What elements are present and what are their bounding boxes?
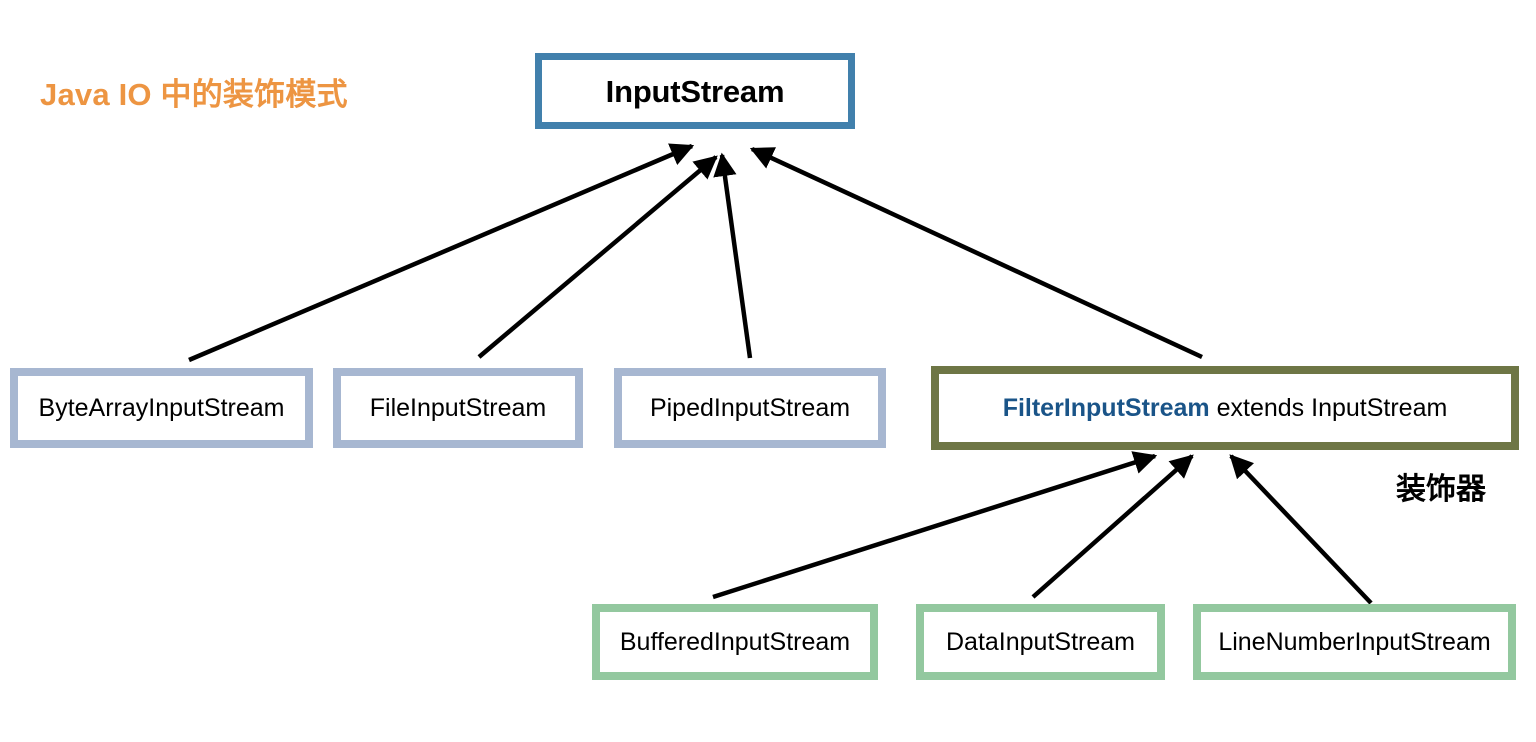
diagram-title: Java IO 中的装饰模式 xyxy=(40,77,348,112)
node-inputstream-label: InputStream xyxy=(605,73,785,109)
edge-pipedinputstream-to-inputstream xyxy=(713,152,753,359)
edge-datainputstream-to-filterinputstream xyxy=(1031,454,1194,599)
node-bytearrayinputstream-label: ByteArrayInputStream xyxy=(38,393,285,422)
node-pipedinputstream-label: PipedInputStream xyxy=(649,393,851,422)
node-bufferedinputstream[interactable]: BufferedInputStream xyxy=(592,604,878,680)
node-datainputstream-label: DataInputStream xyxy=(946,627,1135,656)
node-linenumberinputstream[interactable]: LineNumberInputStream xyxy=(1193,604,1516,680)
edge-linenumberinputstream-to-filterinputstream xyxy=(1229,454,1373,605)
node-filterinputstream[interactable]: FilterInputStream extends InputStream xyxy=(931,366,1519,450)
node-filterinputstream-label: FilterInputStream extends InputStream xyxy=(1002,393,1448,422)
node-inputstream[interactable]: InputStream xyxy=(535,53,855,129)
node-filterinputstream-extends-text: extends InputStream xyxy=(1209,393,1448,422)
edge-fileinputstream-to-inputstream xyxy=(477,155,718,359)
edge-bufferedinputstream-to-filterinputstream xyxy=(712,451,1158,600)
node-bufferedinputstream-label: BufferedInputStream xyxy=(619,627,851,656)
node-linenumberinputstream-label: LineNumberInputStream xyxy=(1218,627,1491,656)
node-pipedinputstream[interactable]: PipedInputStream xyxy=(614,368,886,448)
node-datainputstream[interactable]: DataInputStream xyxy=(916,604,1165,680)
node-fileinputstream-label: FileInputStream xyxy=(369,393,547,422)
node-fileinputstream[interactable]: FileInputStream xyxy=(333,368,583,448)
decorator-annotation: 装饰器 xyxy=(1396,473,1486,506)
edge-filterinputstream-to-inputstream xyxy=(749,146,1203,360)
edge-bytearrayinputstream-to-inputstream xyxy=(188,143,695,363)
node-filterinputstream-classname: FilterInputStream xyxy=(1002,393,1210,422)
node-bytearrayinputstream[interactable]: ByteArrayInputStream xyxy=(10,368,313,448)
